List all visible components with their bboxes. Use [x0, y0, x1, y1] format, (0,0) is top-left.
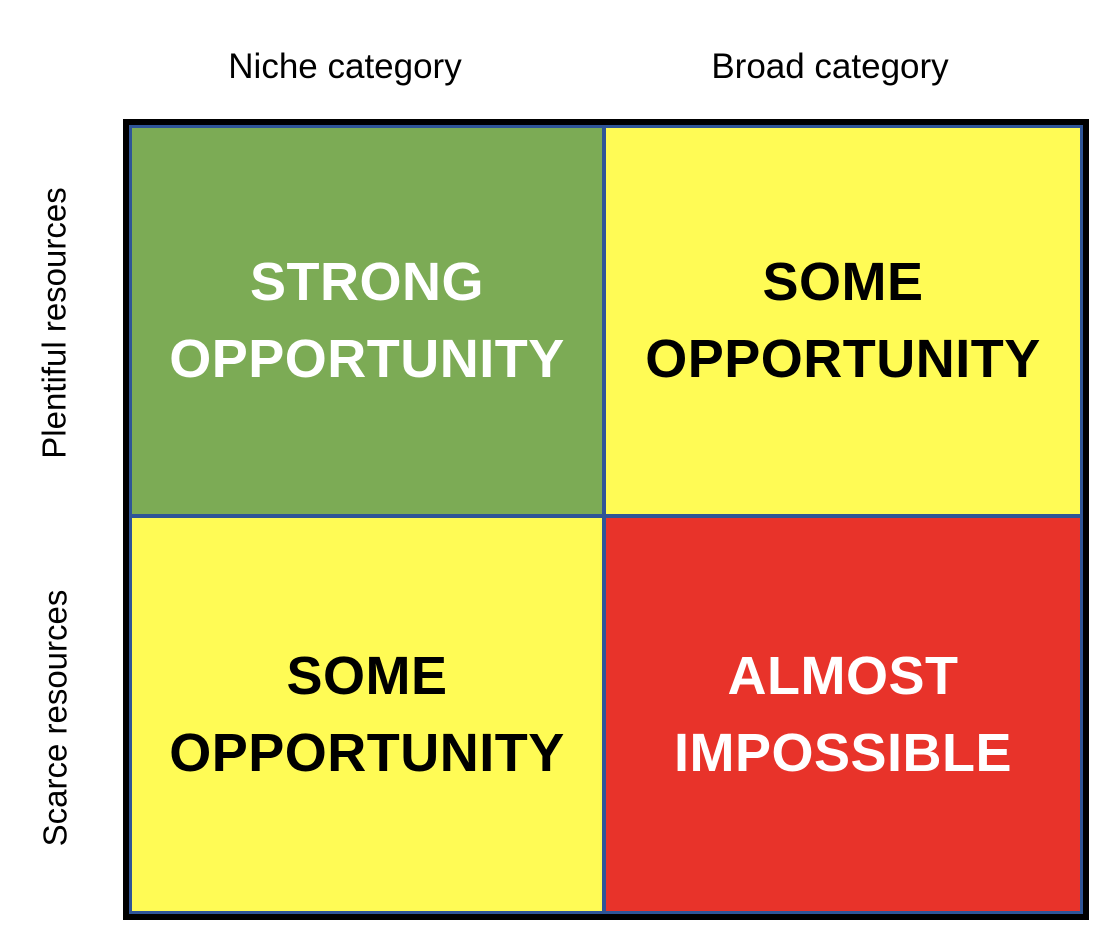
quadrant-label-line1: SOME [762, 252, 924, 313]
quadrant-label-line1: STRONG [249, 252, 484, 313]
row-header-plentiful-resources: Plentiful resources [14, 128, 96, 517]
quadrant-label-line2: OPPORTUNITY [169, 722, 565, 783]
quadrant-some-opportunity-top: SOME OPPORTUNITY [606, 128, 1080, 514]
matrix-grid: STRONG OPPORTUNITY SOME OPPORTUNITY SOME… [129, 125, 1083, 914]
quadrant-label-line2: OPPORTUNITY [645, 329, 1041, 389]
matrix-frame: STRONG OPPORTUNITY SOME OPPORTUNITY SOME… [123, 119, 1089, 920]
column-header-niche-category: Niche category [228, 47, 462, 86]
quadrant-strong-opportunity: STRONG OPPORTUNITY [132, 128, 602, 514]
row-header-plentiful-label: Plentiful resources [36, 186, 73, 459]
quadrant-label-line2: OPPORTUNITY [169, 329, 565, 389]
row-header-scarce-label: Scarce resources [36, 589, 74, 846]
quadrant-some-opportunity-bottom: SOME OPPORTUNITY [132, 518, 602, 911]
quadrant-label-line1: ALMOST [727, 645, 959, 706]
column-header-broad-category: Broad category [711, 47, 949, 86]
quadrant-label-line2: IMPOSSIBLE [673, 722, 1013, 783]
quadrant-almost-impossible: ALMOST IMPOSSIBLE [606, 518, 1080, 911]
quadrant-label-line1: SOME [286, 645, 448, 706]
row-header-scarce-resources: Scarce resources [14, 522, 96, 913]
